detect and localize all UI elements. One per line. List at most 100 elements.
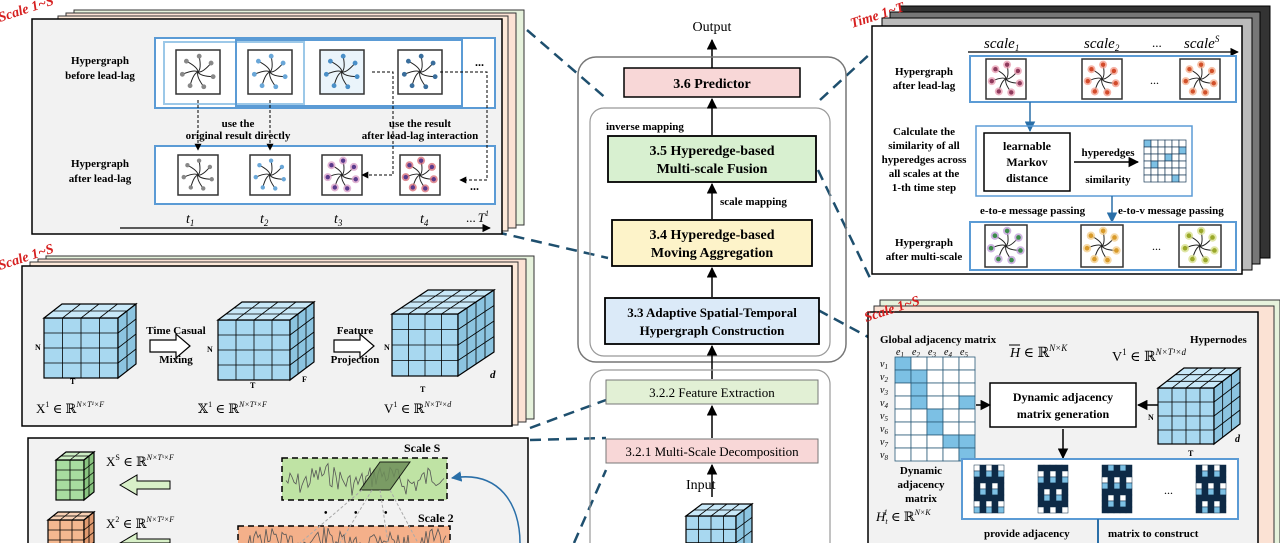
adj-cell: [926, 369, 944, 384]
dynamic-cell: [1219, 488, 1227, 496]
dynamic-cell: [1213, 488, 1221, 496]
dynamic-cell: [1043, 482, 1051, 490]
scale-2-arrow: [119, 532, 171, 543]
dynamic-cell: [997, 494, 1005, 502]
adj-cell: [910, 369, 928, 384]
grid-line: [1171, 367, 1199, 389]
calc-4: all scales at the: [889, 168, 960, 180]
node-dot: [345, 186, 350, 191]
node-label-3: v3: [880, 385, 888, 397]
adj-cell: [958, 421, 976, 436]
dynamic-cell: [1061, 470, 1069, 478]
scale-s-header: scaleS: [1184, 34, 1220, 52]
grid-line: [289, 346, 315, 366]
construct-label: matrix to construct: [1108, 528, 1199, 540]
hypergraph-icon: [319, 49, 365, 95]
node-label-2: v2: [880, 372, 888, 384]
hypernode-axis-n: N: [1148, 413, 1154, 422]
cube-c-axis-n: N: [384, 343, 390, 352]
dynamic-cell: [1195, 488, 1203, 496]
node-dot: [1198, 62, 1204, 67]
dynamic-cell: [1043, 470, 1051, 478]
h-shape-label: H ∈ ℝN×K: [1009, 343, 1068, 361]
adj-cell: [958, 408, 976, 423]
dynamic-cell: [1055, 464, 1063, 472]
dynamic-cell: [1049, 482, 1057, 490]
adj-cell: [894, 421, 912, 436]
dynamic-cell: [1195, 494, 1203, 502]
adj-cell: [926, 356, 944, 371]
scale-2-cube: [46, 510, 96, 543]
adj-cell: [942, 356, 960, 371]
node-dot: [208, 60, 214, 66]
node-dot: [432, 74, 438, 80]
grid-line: [289, 331, 315, 351]
svg-text:e3: e3: [928, 347, 936, 359]
dynamic-3: matrix: [905, 493, 937, 505]
similarity-cell: [1143, 167, 1152, 176]
node-dot: [423, 186, 428, 191]
node-dot: [1113, 81, 1118, 86]
after-multiscale-1: Hypergraph: [895, 237, 953, 249]
node-dot: [1009, 90, 1014, 95]
decomp-flow-arrow: [450, 471, 521, 543]
node-dot: [409, 83, 415, 89]
node-dot: [1203, 90, 1208, 95]
dynamic-cell: [1107, 488, 1115, 496]
dynamic-cell: [973, 476, 981, 484]
dynamic-cell: [1207, 494, 1215, 502]
dynamic-cell: [1213, 506, 1221, 514]
hypergraph-icon: [321, 154, 363, 196]
edge-labels: e1 e2 e3 e4 e5: [896, 347, 968, 359]
after-leadlag-label-2: after lead-lag: [69, 173, 132, 185]
markov-3: distance: [1006, 171, 1049, 185]
dynamic-ellipsis: ...: [1164, 483, 1173, 497]
dynamic-cell: [991, 494, 999, 502]
node-dot: [1004, 62, 1010, 67]
node-dot: [423, 84, 429, 90]
adj-cell: [942, 421, 960, 436]
time-panel: Time 1~T scale1 scale2 ... scaleS Hyperg…: [849, 0, 1271, 275]
node-dot: [992, 233, 998, 239]
dynamic-cell: [1113, 506, 1121, 514]
after-leadlag-1: Hypergraph: [895, 66, 953, 78]
dynamic-cell: [1195, 500, 1203, 508]
dynamic-cell: [1207, 464, 1215, 472]
input-module-frame: [589, 369, 831, 543]
scale-s-band: [281, 457, 448, 501]
adj-cell: [910, 434, 928, 449]
node-label-6: v6: [880, 424, 888, 436]
before-leadlag-label-2: before lead-lag: [65, 70, 135, 82]
dot-2: •: [354, 508, 358, 519]
node-dot: [1182, 245, 1188, 251]
node-dot: [993, 66, 998, 72]
t2-label: t2: [260, 212, 269, 228]
dynamic-cell: [1219, 494, 1227, 502]
moving-label-2: Moving Aggregation: [651, 246, 773, 261]
hypergraph-icon: [985, 58, 1027, 100]
dynamic-cell: [1061, 488, 1069, 496]
cube-c-axis-d: d: [490, 369, 496, 381]
similarity-cell: [1164, 146, 1173, 155]
scale-row-ellipsis: ...: [1150, 73, 1159, 87]
node-dot: [352, 60, 358, 66]
node-dot: [259, 83, 265, 89]
similarity-cell: [1143, 153, 1152, 162]
adj-cell: [926, 382, 944, 397]
scale-hypergraphs: [985, 58, 1221, 100]
dynamic-cell: [1195, 506, 1203, 514]
grid-line: [1213, 395, 1241, 417]
svg-text:e2: e2: [912, 347, 920, 359]
dynamic-cell: [1219, 476, 1227, 484]
dynamic-cell: [1207, 506, 1215, 514]
node-dot: [196, 158, 202, 163]
calc-1: Calculate the: [893, 126, 955, 138]
dynamic-cell: [985, 500, 993, 508]
similarity-cell: [1178, 174, 1187, 183]
node-dot: [1016, 235, 1021, 240]
hypernode-axis-d: d: [1235, 434, 1241, 445]
adj-cell: [942, 382, 960, 397]
dynamic-cell: [1113, 482, 1121, 490]
dynamic-cell: [1049, 500, 1057, 508]
